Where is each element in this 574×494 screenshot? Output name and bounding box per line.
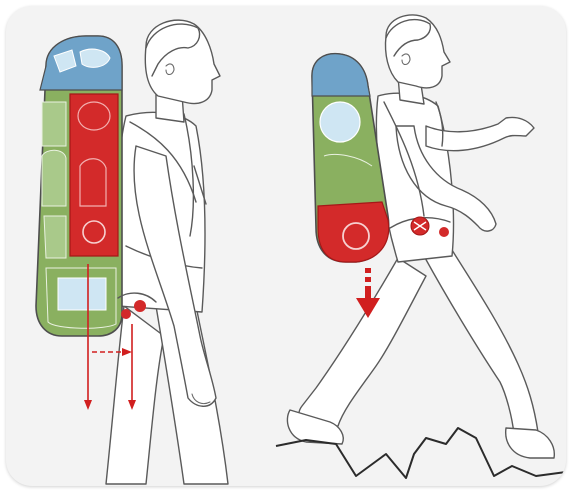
backpack-load-illustration [6,6,566,486]
right-hiker-front-leg [424,250,538,434]
right-backpack [312,54,389,262]
right-hiker-front-shoe [506,428,555,458]
left-backpack [36,36,122,336]
right-pack-light-item [320,102,360,142]
illustration-frame [6,6,566,486]
left-hiker-back-leg [106,306,164,484]
right-hiker-back-leg [299,258,426,430]
left-pack-heavy-zone [70,94,118,256]
left-pack-top-compartment [40,36,122,90]
right-pack-top-compartment [312,54,370,96]
left-hiker [106,20,228,484]
right-pack-heavy-zone [318,202,389,262]
